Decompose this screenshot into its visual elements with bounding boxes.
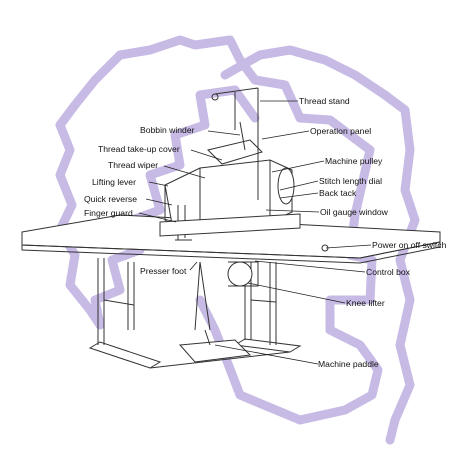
under-table-parts — [178, 244, 329, 363]
label-lifting-lever: Lifting lever — [92, 177, 136, 187]
label-presser-foot: Presser foot — [140, 266, 187, 276]
label-knee-lifter: Knee lifter — [346, 298, 385, 308]
control-box-motor — [227, 261, 253, 287]
label-control-box: Control box — [366, 267, 411, 277]
label-thread-wiper: Thread wiper — [108, 160, 158, 170]
label-finger-guard: Finger guard — [84, 208, 133, 218]
label-bobbin-winder: Bobbin winder — [140, 125, 195, 135]
label-thread-stand: Thread stand — [299, 96, 350, 106]
machine-pedal — [178, 339, 252, 363]
label-operation-panel: Operation panel — [310, 126, 371, 136]
label-oil-gauge-window: Oil gauge window — [320, 207, 389, 217]
leader-lines — [138, 100, 372, 365]
sewing-machine-head — [159, 87, 301, 241]
labels: Thread stand Bobbin winder Operation pan… — [84, 96, 447, 369]
label-back-tack: Back tack — [319, 188, 357, 198]
label-machine-paddle: Machine paddle — [318, 359, 379, 369]
label-thread-takeup-cover: Thread take-up cover — [98, 144, 180, 154]
label-quick-reverse: Quick reverse — [84, 194, 137, 204]
label-power-switch: Power on off switch — [372, 240, 447, 250]
spartan-helmet-icon — [55, 35, 420, 445]
label-machine-pulley: Machine pulley — [325, 156, 383, 166]
label-stitch-length-dial: Stitch length dial — [319, 176, 382, 186]
